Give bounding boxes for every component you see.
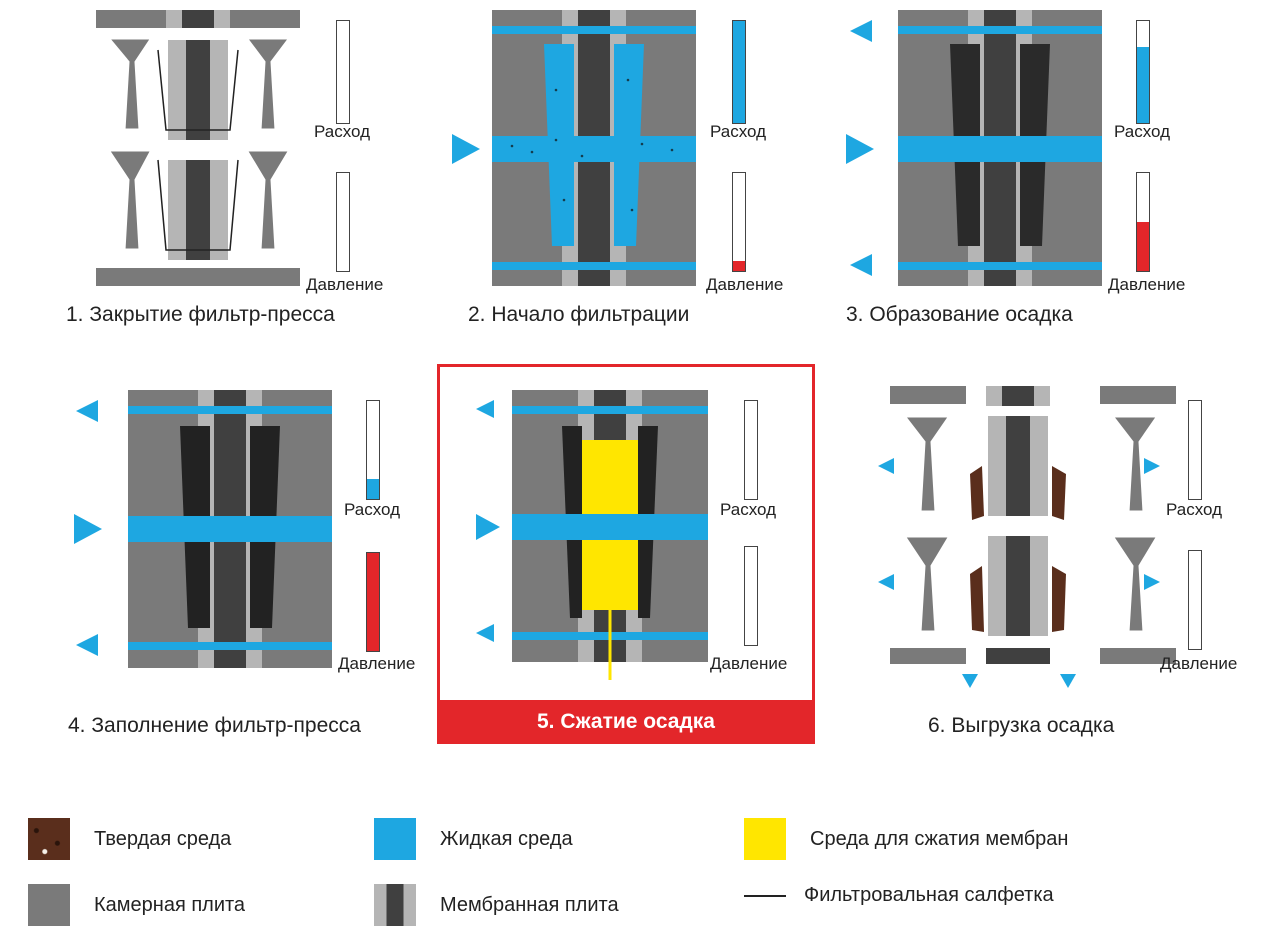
step-6-arrow-right-top bbox=[1144, 458, 1160, 474]
step-1-flow-label: Расход bbox=[314, 122, 371, 141]
step-5-caption: 5. Сжатие осадка bbox=[437, 700, 815, 744]
step-1-pressure-gauge bbox=[336, 172, 350, 272]
step-1-flow-gauge bbox=[336, 20, 350, 124]
step-2-panel: Расход Давление bbox=[452, 10, 792, 300]
step-2-flow-fill bbox=[733, 21, 745, 123]
legend-item-membrane-medium: Среда для сжатия мембран bbox=[744, 818, 1068, 860]
legend-filter-cloth-label: Фильтровальная салфетка bbox=[804, 884, 1054, 906]
legend-item-membrane-plate: Мембранная плита bbox=[374, 884, 619, 926]
step-3-panel: Расход Давление bbox=[846, 10, 1206, 300]
step-6-flow-label: Расход bbox=[1166, 500, 1223, 519]
step-5-pressure-gauge bbox=[744, 546, 758, 646]
step-6-arrow-left-bottom bbox=[878, 574, 894, 590]
step-3-diagram bbox=[898, 10, 1102, 286]
step-5-outlet-arrow-top bbox=[476, 400, 494, 418]
step-2-flow-label: Расход bbox=[710, 122, 767, 141]
step-3-pressure-gauge bbox=[1136, 172, 1150, 272]
step-6-caption: 6. Выгрузка осадка bbox=[928, 714, 1115, 737]
step-4-pressure-gauge bbox=[366, 552, 380, 652]
step-4-pressure-fill bbox=[367, 553, 379, 651]
step-1-panel: Расход Давление bbox=[96, 10, 396, 300]
step-3-flow-gauge bbox=[1136, 20, 1150, 124]
legend-item-solid: Твердая среда bbox=[28, 818, 231, 860]
step-6-arrow-down-left bbox=[962, 674, 978, 688]
step-6-diagram bbox=[890, 386, 1176, 664]
legend-liquid-label: Жидкая среда bbox=[440, 827, 573, 850]
liquid-swatch bbox=[374, 818, 416, 860]
step-6-pressure-label: Давление bbox=[1160, 654, 1238, 673]
step-6-arrow-right-bottom bbox=[1144, 574, 1160, 590]
step-5-panel: Расход Давление bbox=[470, 390, 800, 690]
step-2-pressure-gauge bbox=[732, 172, 746, 272]
step-1-diagram bbox=[96, 10, 300, 286]
step-4-flow-gauge bbox=[366, 400, 380, 500]
chamber-plate-swatch bbox=[28, 884, 70, 926]
step-5-diagram bbox=[512, 390, 708, 680]
step-5-outlet-arrow-bottom bbox=[476, 624, 494, 642]
step-4-diagram bbox=[128, 390, 332, 668]
step-6-pressure-gauge bbox=[1188, 550, 1202, 650]
step-2-inlet-arrow bbox=[452, 134, 480, 164]
step-1-caption: 1. Закрытие фильтр-пресса bbox=[66, 303, 335, 326]
step-6-panel: Расход Давление bbox=[870, 386, 1250, 696]
legend-membrane-medium-label: Среда для сжатия мембран bbox=[810, 827, 1069, 850]
legend-item-chamber-plate: Камерная плита bbox=[28, 884, 245, 926]
step-3-inlet-arrow bbox=[846, 134, 874, 164]
step-5-flow-gauge bbox=[744, 400, 758, 500]
step-6-arrow-down-right bbox=[1060, 674, 1076, 688]
step-3-pressure-fill bbox=[1137, 222, 1149, 271]
filter-cloth-swatch bbox=[744, 894, 786, 897]
step-3-flow-label: Расход bbox=[1114, 122, 1171, 141]
step-3-pressure-label: Давление bbox=[1108, 275, 1186, 294]
step-4-flow-fill bbox=[367, 479, 379, 499]
step-5-inlet-arrow bbox=[476, 514, 500, 540]
step-3-flow-fill bbox=[1137, 46, 1149, 123]
step-1-pressure-label: Давление bbox=[306, 275, 384, 294]
step-3-caption: 3. Образование осадка bbox=[846, 303, 1073, 326]
legend-membrane-plate-label: Мембранная плита bbox=[440, 893, 619, 916]
legend-item-liquid: Жидкая среда bbox=[374, 818, 573, 860]
step-4-caption: 4. Заполнение фильтр-пресса bbox=[68, 714, 361, 737]
legend-chamber-plate-label: Камерная плита bbox=[94, 893, 246, 916]
step-2-pressure-label: Давление bbox=[706, 275, 784, 294]
legend-solid-label: Твердая среда bbox=[94, 827, 232, 850]
step-6-flow-gauge bbox=[1188, 400, 1202, 500]
step-2-flow-gauge bbox=[732, 20, 746, 124]
step-4-inlet-arrow bbox=[74, 514, 102, 544]
step-5-pressure-label: Давление bbox=[710, 654, 788, 673]
step-4-panel: Расход Давление bbox=[70, 390, 440, 690]
step-4-outlet-arrow-bottom bbox=[76, 634, 98, 656]
step-5-flow-label: Расход bbox=[720, 500, 777, 519]
solid-swatch bbox=[28, 818, 70, 860]
step-3-outlet-arrow-bottom bbox=[850, 254, 872, 276]
step-2-caption: 2. Начало фильтрации bbox=[468, 303, 690, 326]
step-4-outlet-arrow-top bbox=[76, 400, 98, 422]
legend-item-filter-cloth: Фильтровальная салфетка bbox=[744, 884, 1054, 907]
membrane-plate-swatch bbox=[374, 884, 416, 926]
step-2-pressure-fill bbox=[733, 261, 745, 271]
step-4-pressure-label: Давление bbox=[338, 654, 416, 673]
step-2-diagram bbox=[492, 10, 696, 286]
step-6-arrow-left-top bbox=[878, 458, 894, 474]
step-3-outlet-arrow-top bbox=[850, 20, 872, 42]
membrane-medium-swatch bbox=[744, 818, 786, 860]
step-4-flow-label: Расход bbox=[344, 500, 401, 519]
